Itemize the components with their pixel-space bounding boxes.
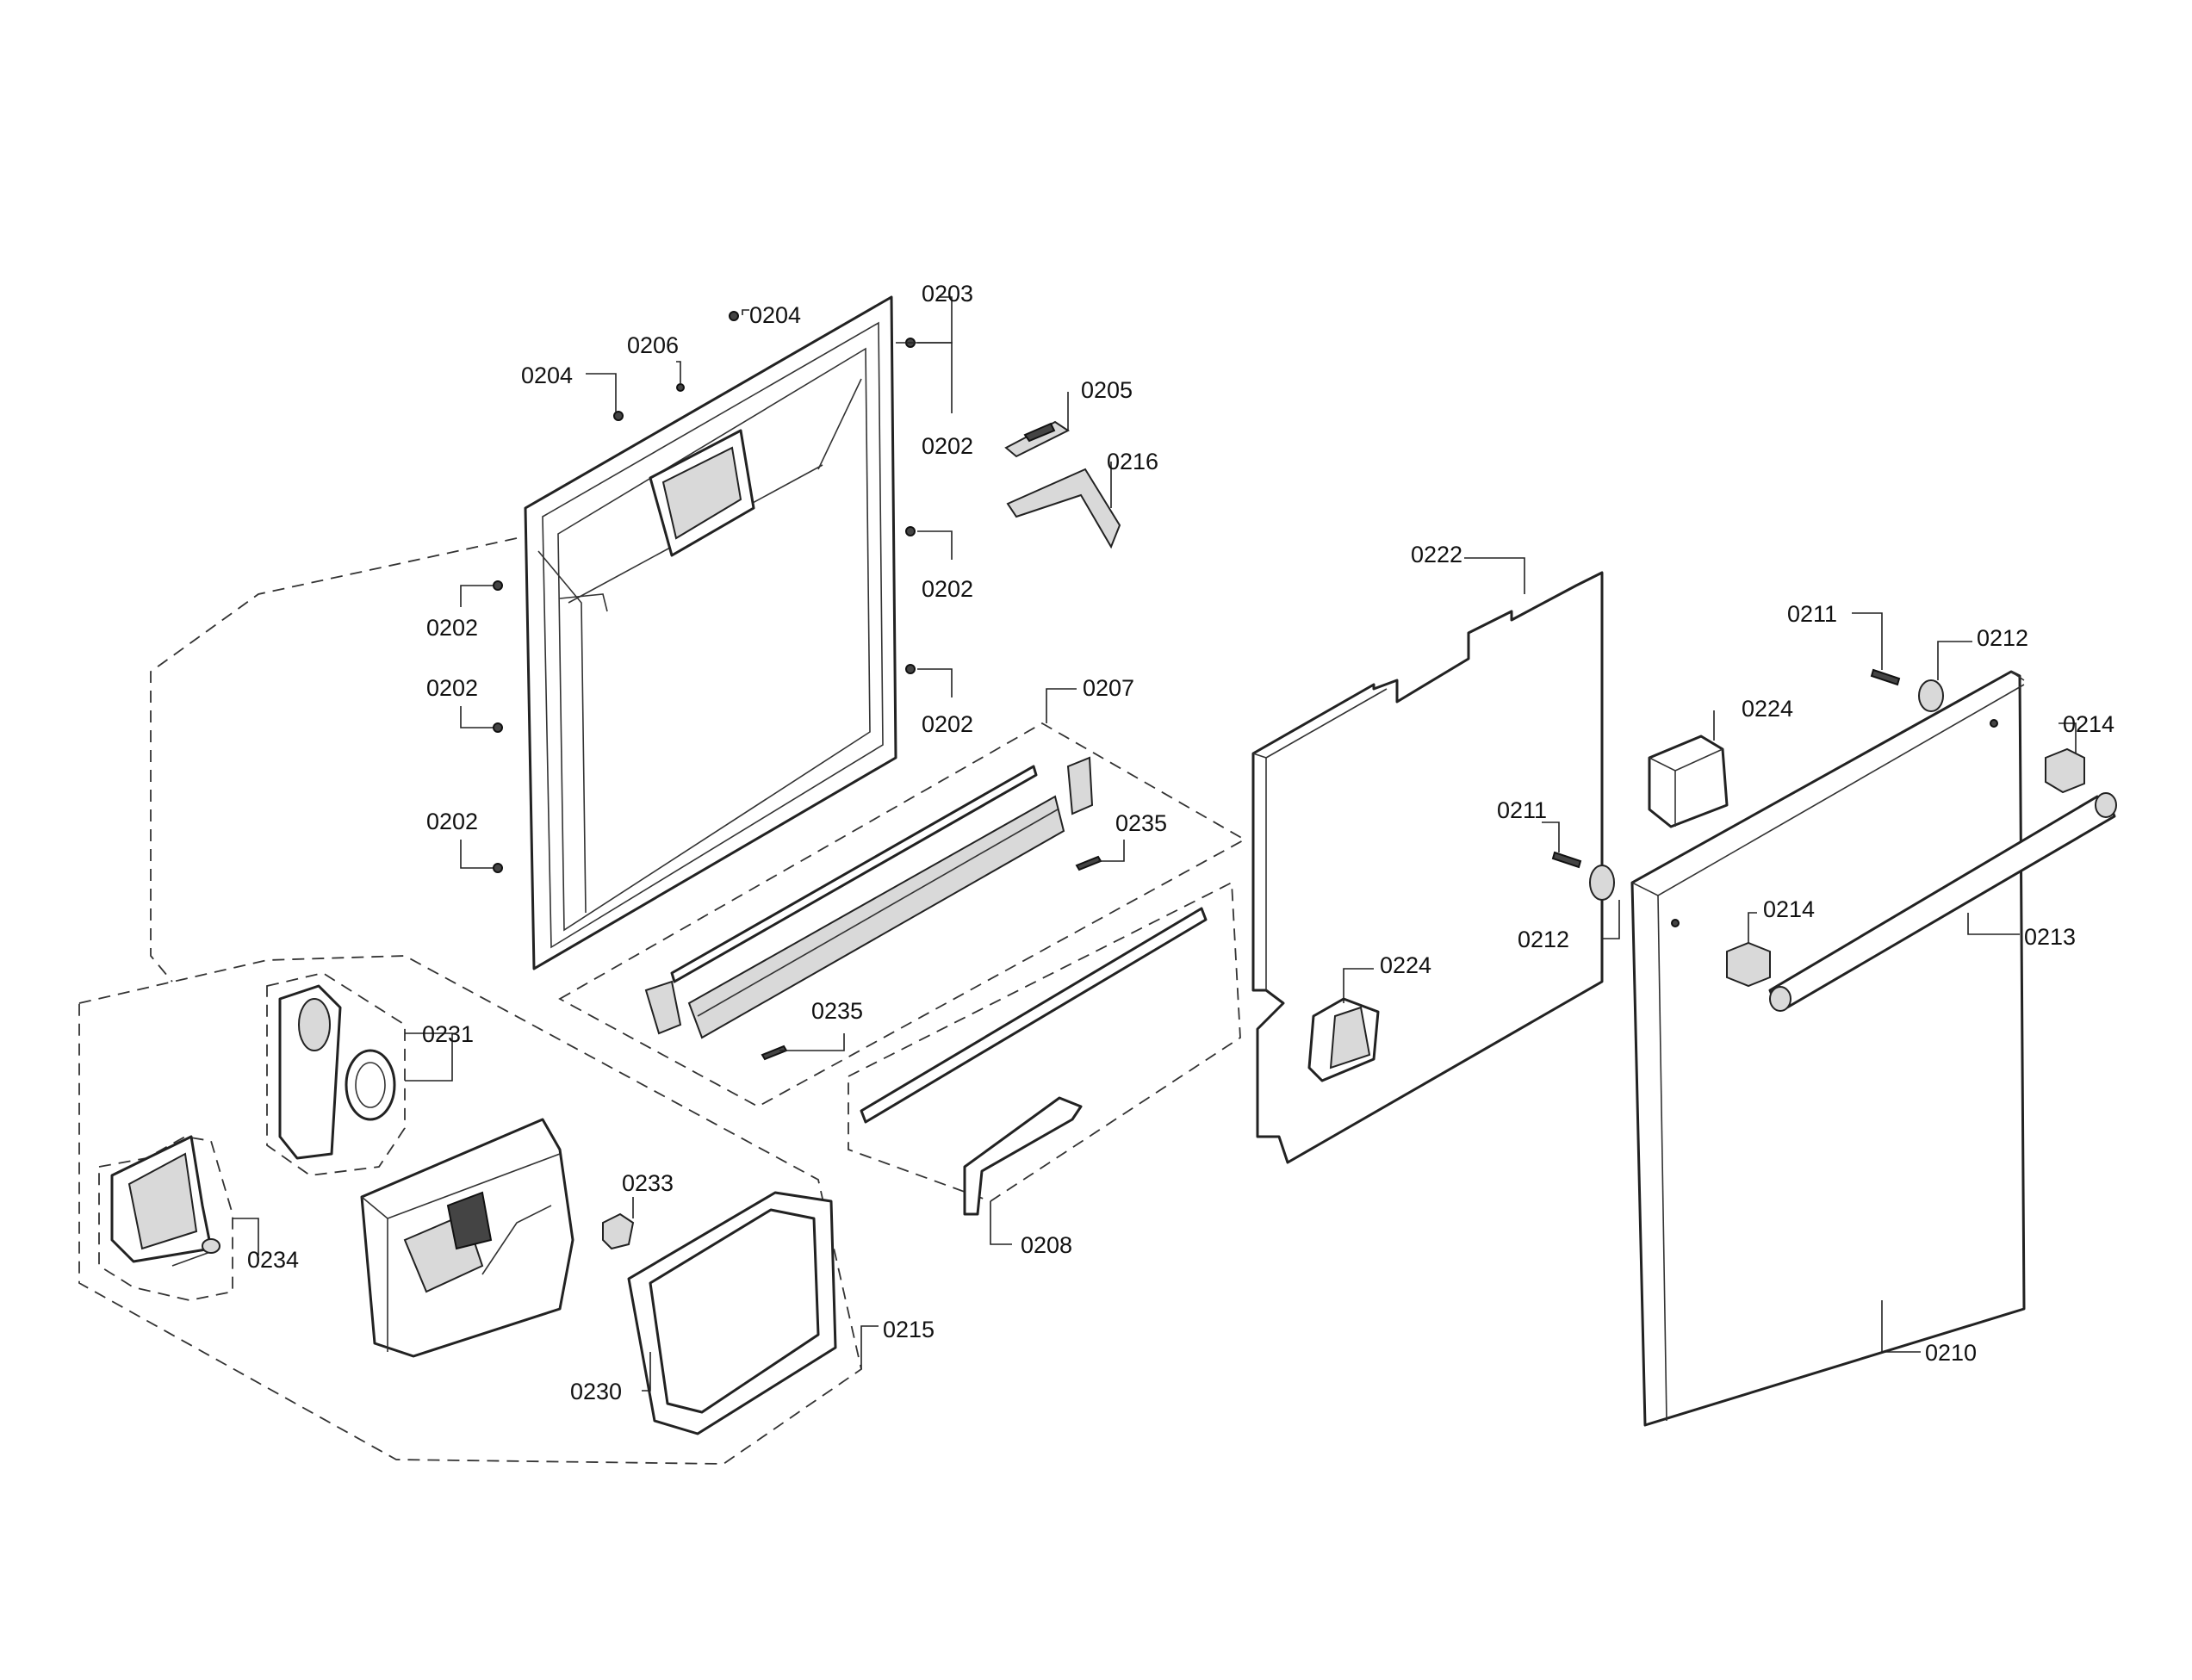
screws-and-washers (1551, 668, 1944, 901)
label-0214: 0214 (2063, 711, 2114, 737)
label-0213: 0213 (2024, 924, 2076, 950)
label-0208: 0208 (1021, 1232, 1072, 1258)
label-0233: 0233 (622, 1170, 674, 1196)
bottom-rail-assembly (644, 756, 1102, 1061)
part-labels: 0203 0204 0204 0206 0205 0216 0202 0202 … (247, 281, 2114, 1404)
door-handle (1768, 792, 2117, 1012)
label-0202: 0202 (922, 711, 973, 737)
label-0215: 0215 (883, 1317, 935, 1342)
label-0202: 0202 (922, 576, 973, 602)
label-0235: 0235 (1115, 810, 1167, 836)
door-bracket-assembly (860, 907, 1208, 1216)
control-module-parts (110, 984, 837, 1435)
label-0203: 0203 (922, 281, 973, 307)
label-0212: 0212 (1977, 625, 2028, 651)
label-0206: 0206 (627, 332, 679, 358)
label-0204: 0204 (749, 302, 801, 328)
label-0212: 0212 (1518, 927, 1569, 952)
insulation-panel (1251, 571, 1604, 1164)
label-0224: 0224 (1742, 696, 1793, 722)
label-0211: 0211 (1497, 797, 1547, 823)
label-0207: 0207 (1083, 675, 1134, 701)
label-0216: 0216 (1107, 449, 1158, 474)
label-0202: 0202 (922, 433, 973, 459)
label-0202: 0202 (426, 675, 478, 701)
outer-door-panel (1630, 670, 2026, 1427)
label-0231: 0231 (422, 1021, 474, 1047)
label-0224: 0224 (1380, 952, 1431, 978)
label-0210: 0210 (1925, 1340, 1977, 1366)
label-0234: 0234 (247, 1247, 299, 1273)
label-0211: 0211 (1787, 601, 1837, 627)
label-0222: 0222 (1411, 542, 1462, 567)
pads (1648, 735, 1729, 828)
label-0230: 0230 (570, 1379, 622, 1404)
inner-door-frame (524, 295, 897, 970)
label-0202: 0202 (426, 615, 478, 641)
label-0204: 0204 (521, 363, 573, 388)
label-0205: 0205 (1081, 377, 1133, 403)
handle-caps (1726, 747, 2085, 988)
leader-lines (233, 296, 2077, 1392)
label-0202: 0202 (426, 809, 478, 834)
label-0214: 0214 (1763, 896, 1815, 922)
hinge-parts (1004, 420, 1121, 549)
label-0235: 0235 (811, 998, 863, 1024)
